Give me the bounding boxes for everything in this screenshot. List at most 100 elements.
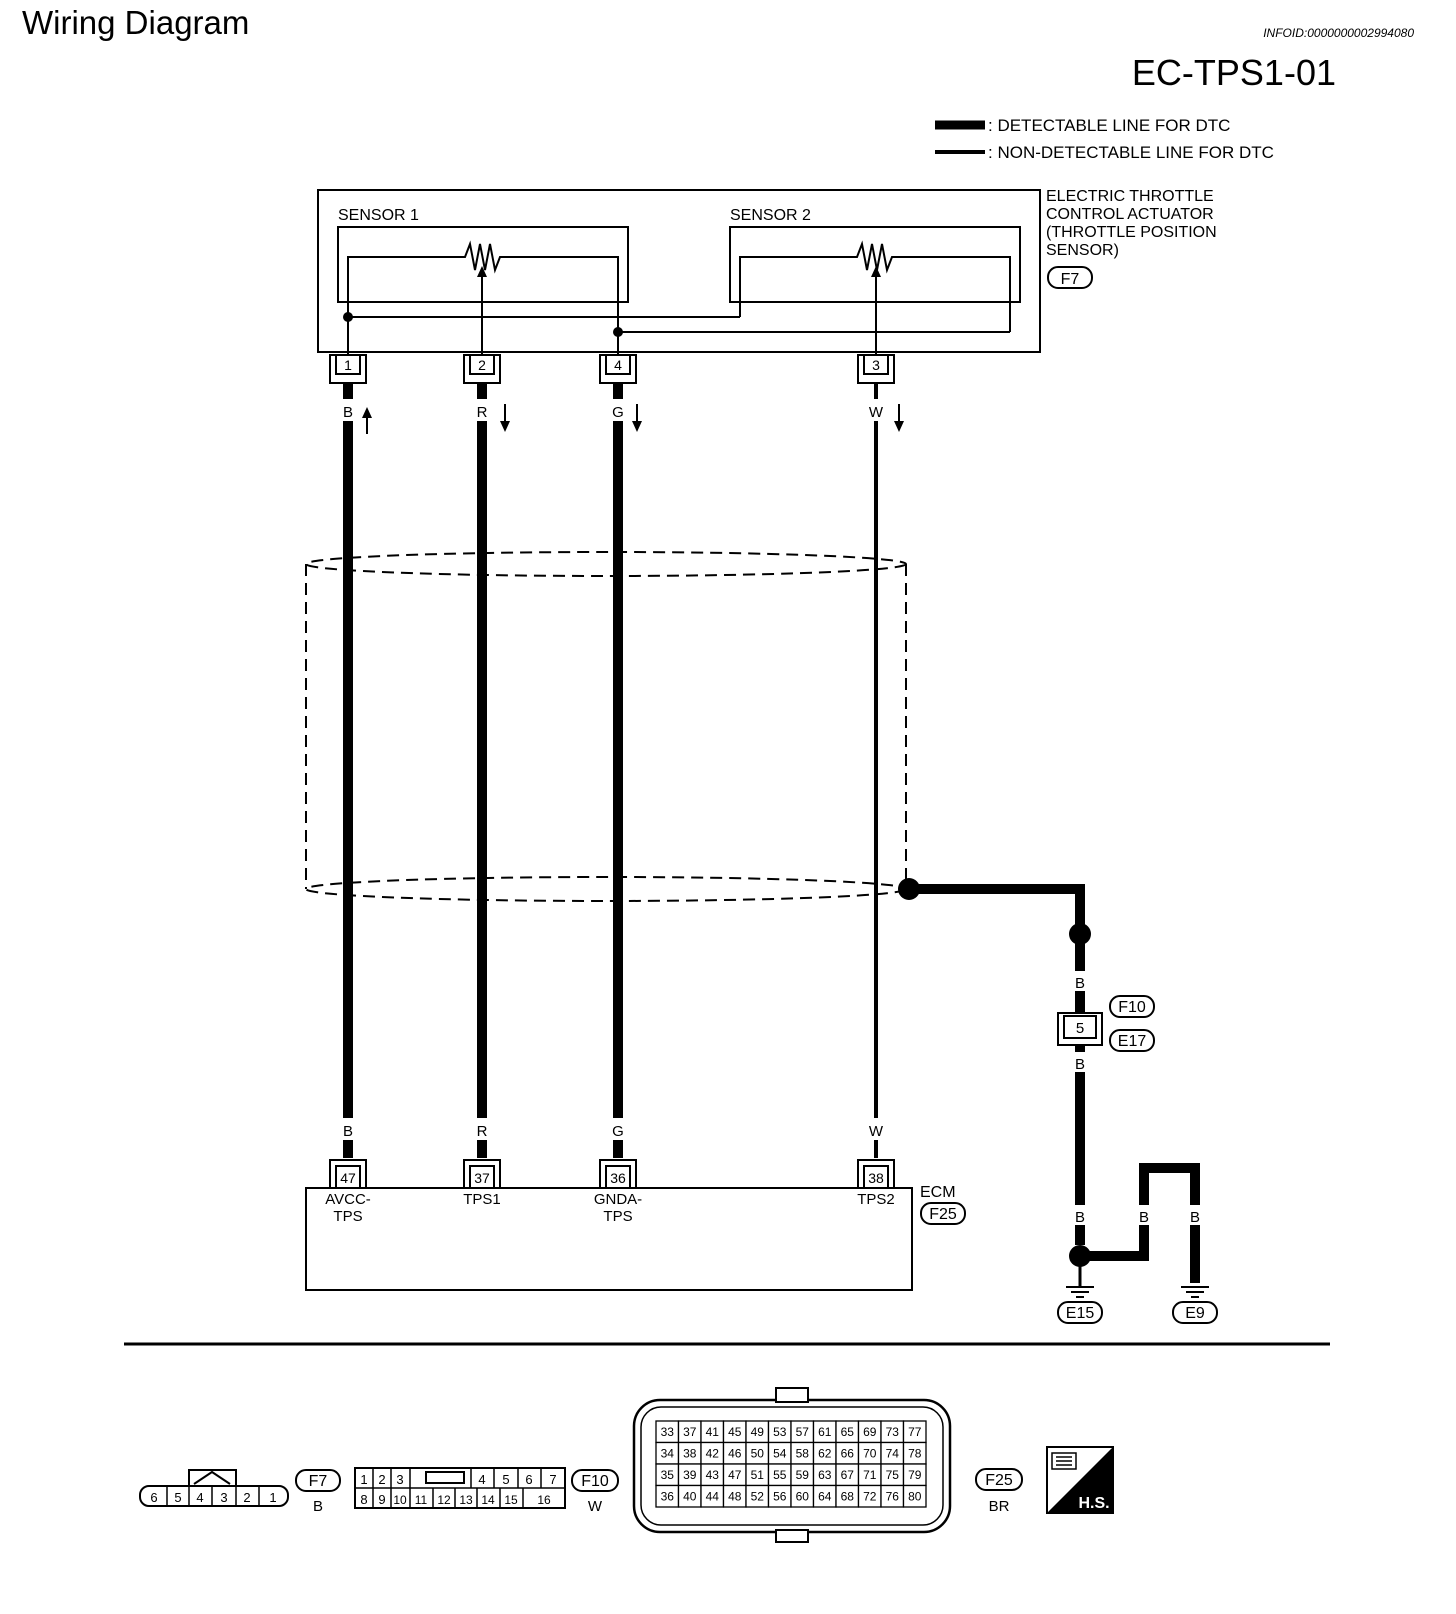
ecm-terminal-name: GNDA- xyxy=(594,1191,642,1208)
ecm-pin-label: 47 xyxy=(340,1170,356,1186)
f25-bottom-key xyxy=(775,1529,809,1543)
e17-badge xyxy=(1109,1029,1155,1052)
f25-pin: 79 xyxy=(908,1468,922,1482)
e15-badge-label: E15 xyxy=(1066,1305,1095,1322)
f25-pin: 74 xyxy=(886,1447,900,1461)
f10-pin: 11 xyxy=(415,1493,428,1507)
hs-connector-icon xyxy=(1051,1452,1077,1470)
ground-wire-color: B xyxy=(1075,1209,1085,1226)
f25-pin: 72 xyxy=(863,1490,877,1504)
arrow-down-icon xyxy=(894,404,904,432)
f10-pin: 7 xyxy=(549,1472,556,1487)
drain-connector-inner xyxy=(1063,1015,1097,1039)
f25-pin: 64 xyxy=(818,1490,832,1504)
legend-detectable-label: : DETECTABLE LINE FOR DTC xyxy=(988,116,1230,135)
f10-pin: 4 xyxy=(478,1472,485,1487)
sensor1-label: SENSOR 1 xyxy=(338,207,419,224)
arrow-down-icon xyxy=(632,404,642,432)
f10-pin: 12 xyxy=(437,1493,451,1507)
ground-wire-color: B xyxy=(1139,1209,1149,1226)
f25-pin: 33 xyxy=(661,1425,675,1439)
f10-pin: 15 xyxy=(504,1493,518,1507)
f25-pin: 71 xyxy=(863,1468,877,1482)
shield xyxy=(305,551,907,902)
ecm-terminal-name: TPS xyxy=(333,1208,362,1225)
e9-badge xyxy=(1172,1301,1218,1324)
f25-pin: 54 xyxy=(773,1447,787,1461)
f7-connector-face: 6 5 4 3 2 1 F7 B xyxy=(139,1469,341,1515)
f25-pin: 68 xyxy=(841,1490,855,1504)
legend-non-detectable-label: : NON-DETECTABLE LINE FOR DTC xyxy=(988,143,1274,162)
ecm: 47 37 36 38 AVCC- TPS TPS1 GNDA- TPS TPS… xyxy=(305,1159,966,1291)
actuator-name-line-3: (THROTTLE POSITION xyxy=(1046,224,1217,241)
ground-symbol-icon xyxy=(1066,1286,1094,1298)
f25-pin: 60 xyxy=(796,1490,810,1504)
ground-branch-wire xyxy=(1080,1163,1200,1283)
actuator-pin-label: 4 xyxy=(614,357,622,373)
f7-face-color: B xyxy=(313,1498,323,1515)
f10-pin: 13 xyxy=(459,1493,473,1507)
f25-pin: 67 xyxy=(841,1468,855,1482)
f25-pin: 59 xyxy=(796,1468,810,1482)
actuator-pin-label: 2 xyxy=(478,357,486,373)
wire-color-label: R xyxy=(477,404,488,421)
actuator-name-line-2: CONTROL ACTUATOR xyxy=(1046,206,1214,223)
f25-pin: 38 xyxy=(683,1447,697,1461)
f10-face-color: W xyxy=(588,1498,603,1515)
shield-top-ellipse xyxy=(305,551,907,577)
diagram-code: EC-TPS1-01 xyxy=(1131,52,1336,93)
sensor2-wiper-arrow-icon xyxy=(871,266,881,277)
actuator-pin-label: 1 xyxy=(344,357,352,373)
shield-bottom-ellipse xyxy=(305,876,907,902)
actuator-pin-3: 3 xyxy=(857,354,895,384)
f25-pin: 36 xyxy=(661,1490,675,1504)
f7-pin: 1 xyxy=(269,1490,276,1505)
f10-lock-tab xyxy=(425,1471,465,1484)
drain-junction-1 xyxy=(1069,923,1091,945)
f10-face-id: F10 xyxy=(581,1473,609,1490)
f25-pin: 34 xyxy=(661,1447,675,1461)
arrow-up-icon xyxy=(362,407,372,434)
e9-badge-label: E9 xyxy=(1185,1305,1205,1322)
f7-pin: 2 xyxy=(243,1490,250,1505)
f25-pin: 44 xyxy=(706,1490,720,1504)
f10-pin: 6 xyxy=(525,1472,532,1487)
f25-pin: 65 xyxy=(841,1425,855,1439)
f25-pin: 80 xyxy=(908,1490,922,1504)
sensor1-resistor-circuit xyxy=(347,240,619,332)
f10-face-badge xyxy=(571,1469,619,1492)
ground-wire-color: B xyxy=(1190,1209,1200,1226)
f25-pin: 47 xyxy=(728,1468,742,1482)
ecm-connector-id: F25 xyxy=(929,1206,957,1223)
wire-color-label: B xyxy=(343,404,353,421)
wire-color-label: R xyxy=(477,1123,488,1140)
actuator-connector-badge xyxy=(1047,266,1093,289)
ecm-pin-38: 38 xyxy=(857,1159,895,1189)
legend: : DETECTABLE LINE FOR DTC : NON-DETECTAB… xyxy=(935,116,1274,162)
actuator-box xyxy=(317,189,1041,353)
f25-pin: 75 xyxy=(886,1468,900,1482)
drain-wire-color-upper: B xyxy=(1075,975,1085,992)
ecm-label: ECM xyxy=(920,1184,956,1201)
actuator-pin-label: 3 xyxy=(872,357,880,373)
hs-badge: H.S. xyxy=(1046,1446,1114,1514)
throttle-actuator: SENSOR 1 SENSOR 2 ELECTRIC THROTTLE CONT… xyxy=(317,188,1217,363)
f25-pin-cell xyxy=(902,1484,927,1508)
f25-pin: 76 xyxy=(886,1490,900,1504)
f25-pin: 61 xyxy=(818,1425,832,1439)
ecm-pin-36: 36 xyxy=(599,1159,637,1189)
sensor1-wiper-arrow-icon xyxy=(477,266,487,277)
arrow-down-icon xyxy=(500,404,510,432)
f25-pin: 53 xyxy=(773,1425,787,1439)
f7-pin: 6 xyxy=(150,1490,157,1505)
f10-pin: 16 xyxy=(537,1493,551,1507)
f7-pin: 5 xyxy=(174,1490,181,1505)
f25-pin: 57 xyxy=(796,1425,810,1439)
f25-pin: 63 xyxy=(818,1468,832,1482)
f25-pin: 77 xyxy=(908,1425,922,1439)
actuator-connector-id: F7 xyxy=(1061,271,1080,288)
actuator-pin-2: 2 xyxy=(463,354,501,384)
f25-pin: 78 xyxy=(908,1447,922,1461)
